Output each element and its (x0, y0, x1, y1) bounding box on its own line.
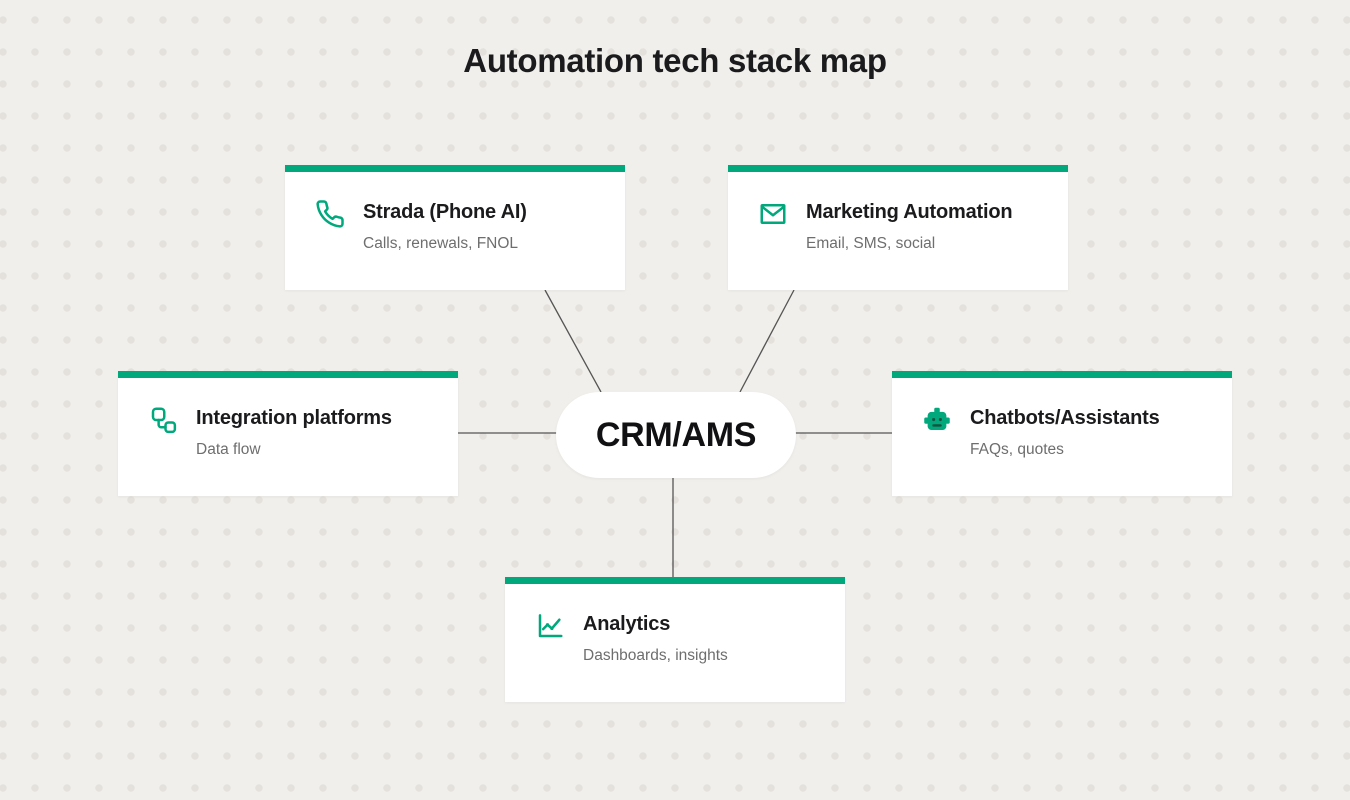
card-chatbots-assistants: Chatbots/Assistants FAQs, quotes (892, 371, 1232, 496)
card-accent-bar (285, 165, 625, 172)
page-title: Automation tech stack map (463, 42, 887, 79)
card-subtitle: FAQs, quotes (970, 441, 1064, 458)
card-marketing-automation: Marketing Automation Email, SMS, social (728, 165, 1068, 290)
phone-icon (315, 199, 345, 229)
card-strada: Strada (Phone AI) Calls, renewals, FNOL (285, 165, 625, 290)
card-title: Strada (Phone AI) (363, 201, 527, 223)
card-analytics: Analytics Dashboards, insights (505, 577, 845, 702)
edge-strada-center (544, 289, 602, 393)
card-title: Chatbots/Assistants (970, 407, 1160, 429)
edge-marketing-center (739, 289, 795, 393)
card-title: Marketing Automation (806, 201, 1013, 223)
center-node-label: CRM/AMS (595, 415, 757, 454)
card-title: Analytics (583, 613, 671, 635)
card-subtitle: Calls, renewals, FNOL (363, 235, 519, 252)
card-accent-bar (892, 371, 1232, 378)
card-subtitle: Data flow (196, 441, 261, 458)
mail-icon (758, 199, 788, 229)
card-subtitle: Dashboards, insights (583, 647, 728, 664)
center-node-crm-ams: CRM/AMS (556, 392, 796, 478)
card-integration-platforms: Integration platforms Data flow (118, 371, 458, 496)
card-title: Integration platforms (196, 407, 392, 429)
line-chart-icon (535, 611, 565, 641)
card-accent-bar (505, 577, 845, 584)
integration-icon (148, 405, 178, 435)
robot-icon (922, 405, 952, 435)
card-accent-bar (728, 165, 1068, 172)
card-accent-bar (118, 371, 458, 378)
card-subtitle: Email, SMS, social (806, 235, 936, 252)
